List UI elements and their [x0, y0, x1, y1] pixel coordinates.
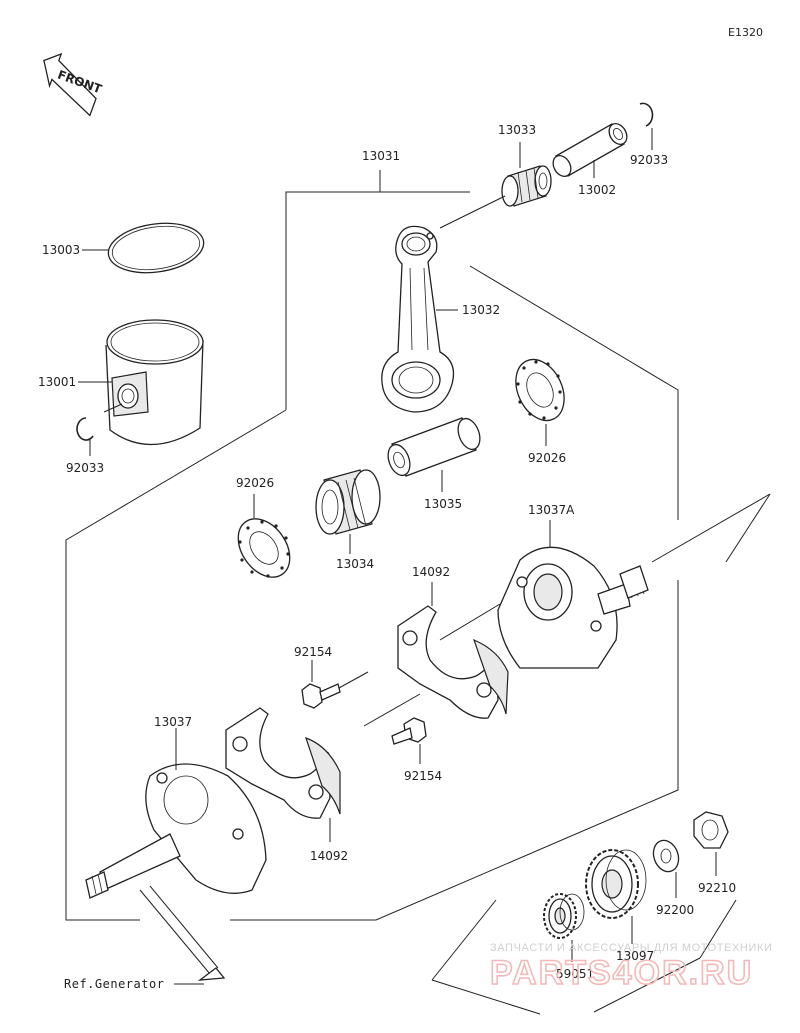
balance-weight-14092-top	[397, 605, 509, 719]
balance-weight-14092-bottom	[225, 707, 341, 819]
label-14092-top: 14092	[412, 565, 450, 579]
watermark-brand: PARTS4OR.RU	[490, 954, 753, 992]
label-13002: 13002	[578, 183, 616, 197]
label-13033: 13033	[498, 123, 536, 137]
assembly-axis-lines	[327, 493, 771, 727]
label-92026-left: 92026	[236, 476, 274, 490]
gear-13097	[585, 849, 647, 919]
ref-generator-pointer	[139, 885, 226, 985]
label-13034: 13034	[336, 557, 374, 571]
label-13032: 13032	[462, 303, 500, 317]
assembly-outline	[65, 170, 679, 921]
label-13097: 13097	[616, 949, 654, 963]
piston-pin-13002	[552, 123, 628, 177]
piston-13001	[105, 319, 204, 446]
crank-pin-13035	[387, 417, 481, 477]
label-13037A: 13037A	[528, 503, 575, 517]
nut-92210	[693, 811, 729, 849]
front-arrow-icon: FRONT	[43, 52, 104, 117]
label-92200: 92200	[656, 903, 694, 917]
label-92154-bottom: 92154	[404, 769, 442, 783]
piston-ring-13003	[107, 222, 205, 274]
gear-59051	[543, 893, 585, 939]
label-13003: 13003	[42, 243, 80, 257]
watermark-tagline: ЗАПЧАСТИ И АКСЕССУАРЫ ДЛЯ МОТОТЕХНИКИ	[490, 942, 772, 954]
label-59051: 59051	[556, 967, 594, 981]
label-13037: 13037	[154, 715, 192, 729]
label-13031: 13031	[362, 149, 400, 163]
label-92026-right: 92026	[528, 451, 566, 465]
needle-bearing-13033	[501, 165, 552, 207]
label-13035: 13035	[424, 497, 462, 511]
gear-group-lines	[431, 899, 737, 1015]
thrust-washer-92026-right	[515, 358, 565, 422]
washer-92200	[652, 839, 680, 873]
label-14092-bottom: 14092	[310, 849, 348, 863]
label-92154-top: 92154	[294, 645, 332, 659]
connecting-rod-13032	[381, 225, 455, 413]
bolt-92154-bottom	[391, 717, 427, 745]
ref-generator-label: Ref.Generator	[64, 977, 164, 991]
circlip-92033-left	[76, 417, 94, 441]
label-13001: 13001	[38, 375, 76, 389]
label-92210: 92210	[698, 881, 736, 895]
thrust-washer-92026-left	[237, 518, 291, 578]
diagram-code: E1320	[728, 26, 763, 39]
bolt-92154-top	[301, 683, 341, 709]
needle-bearing-13034	[315, 469, 381, 535]
flywheel-13037A	[497, 546, 649, 669]
label-92033-left: 92033	[66, 461, 104, 475]
circlip-92033-right	[639, 102, 654, 127]
crankshaft-13037	[85, 763, 267, 899]
label-92033-right: 92033	[630, 153, 668, 167]
